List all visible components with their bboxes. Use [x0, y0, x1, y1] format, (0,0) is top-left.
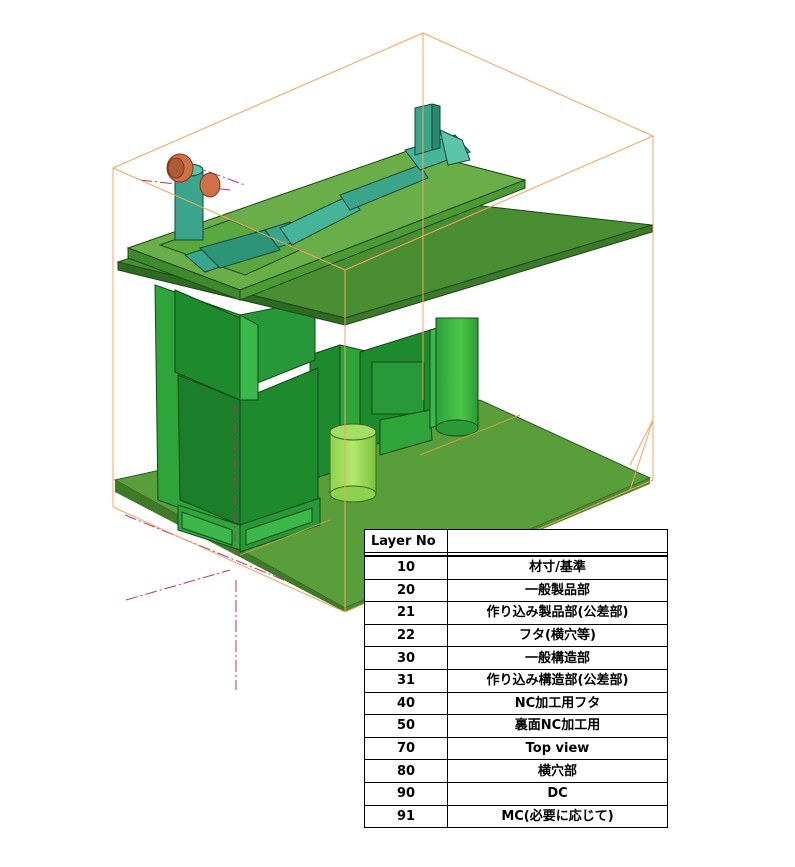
layer-name: MC(必要に応じて): [447, 804, 668, 829]
table-header-row: Layer No: [364, 529, 668, 553]
layer-name: 一般構造部: [447, 646, 668, 670]
layer-number: 50: [364, 714, 448, 738]
layer-number: 70: [364, 736, 448, 761]
layer-name: フタ(横穴等): [447, 623, 668, 648]
dimension-lines: [239, 414, 521, 556]
layer-number: 20: [364, 578, 448, 603]
front-block-stack: [154, 284, 321, 555]
layer-number: 91: [364, 804, 448, 829]
layer-number: 10: [364, 554, 448, 580]
layer-name: 材寸/基準: [447, 554, 668, 580]
layer-name: 作り込み構造部(公差部): [447, 668, 668, 693]
header-blank: [447, 529, 668, 553]
layer-number: 21: [364, 601, 448, 625]
layer-number: 31: [364, 668, 448, 693]
bounding-box: [112, 32, 654, 613]
layer-number: 40: [364, 691, 448, 716]
layer-name: NC加工用フタ: [447, 691, 668, 716]
layer-name: Top view: [447, 736, 668, 761]
layer-name: 横穴部: [447, 759, 668, 783]
layer-name: DC: [447, 781, 668, 806]
layer-number: 30: [364, 646, 448, 670]
layer-number: 90: [364, 781, 448, 806]
layer-number: 80: [364, 759, 448, 783]
small-cylinder: [329, 423, 377, 503]
layer-name: 一般製品部: [447, 578, 668, 603]
layer-name: 作り込み製品部(公差部): [447, 601, 668, 625]
pipe-caps: [166, 153, 221, 198]
header-layer-no: Layer No: [364, 529, 448, 553]
pipe-channel: [174, 103, 471, 273]
layer-number: 22: [364, 623, 448, 648]
layer-name: 裏面NC加工用: [447, 714, 668, 738]
rear-cylinder: [435, 317, 479, 437]
